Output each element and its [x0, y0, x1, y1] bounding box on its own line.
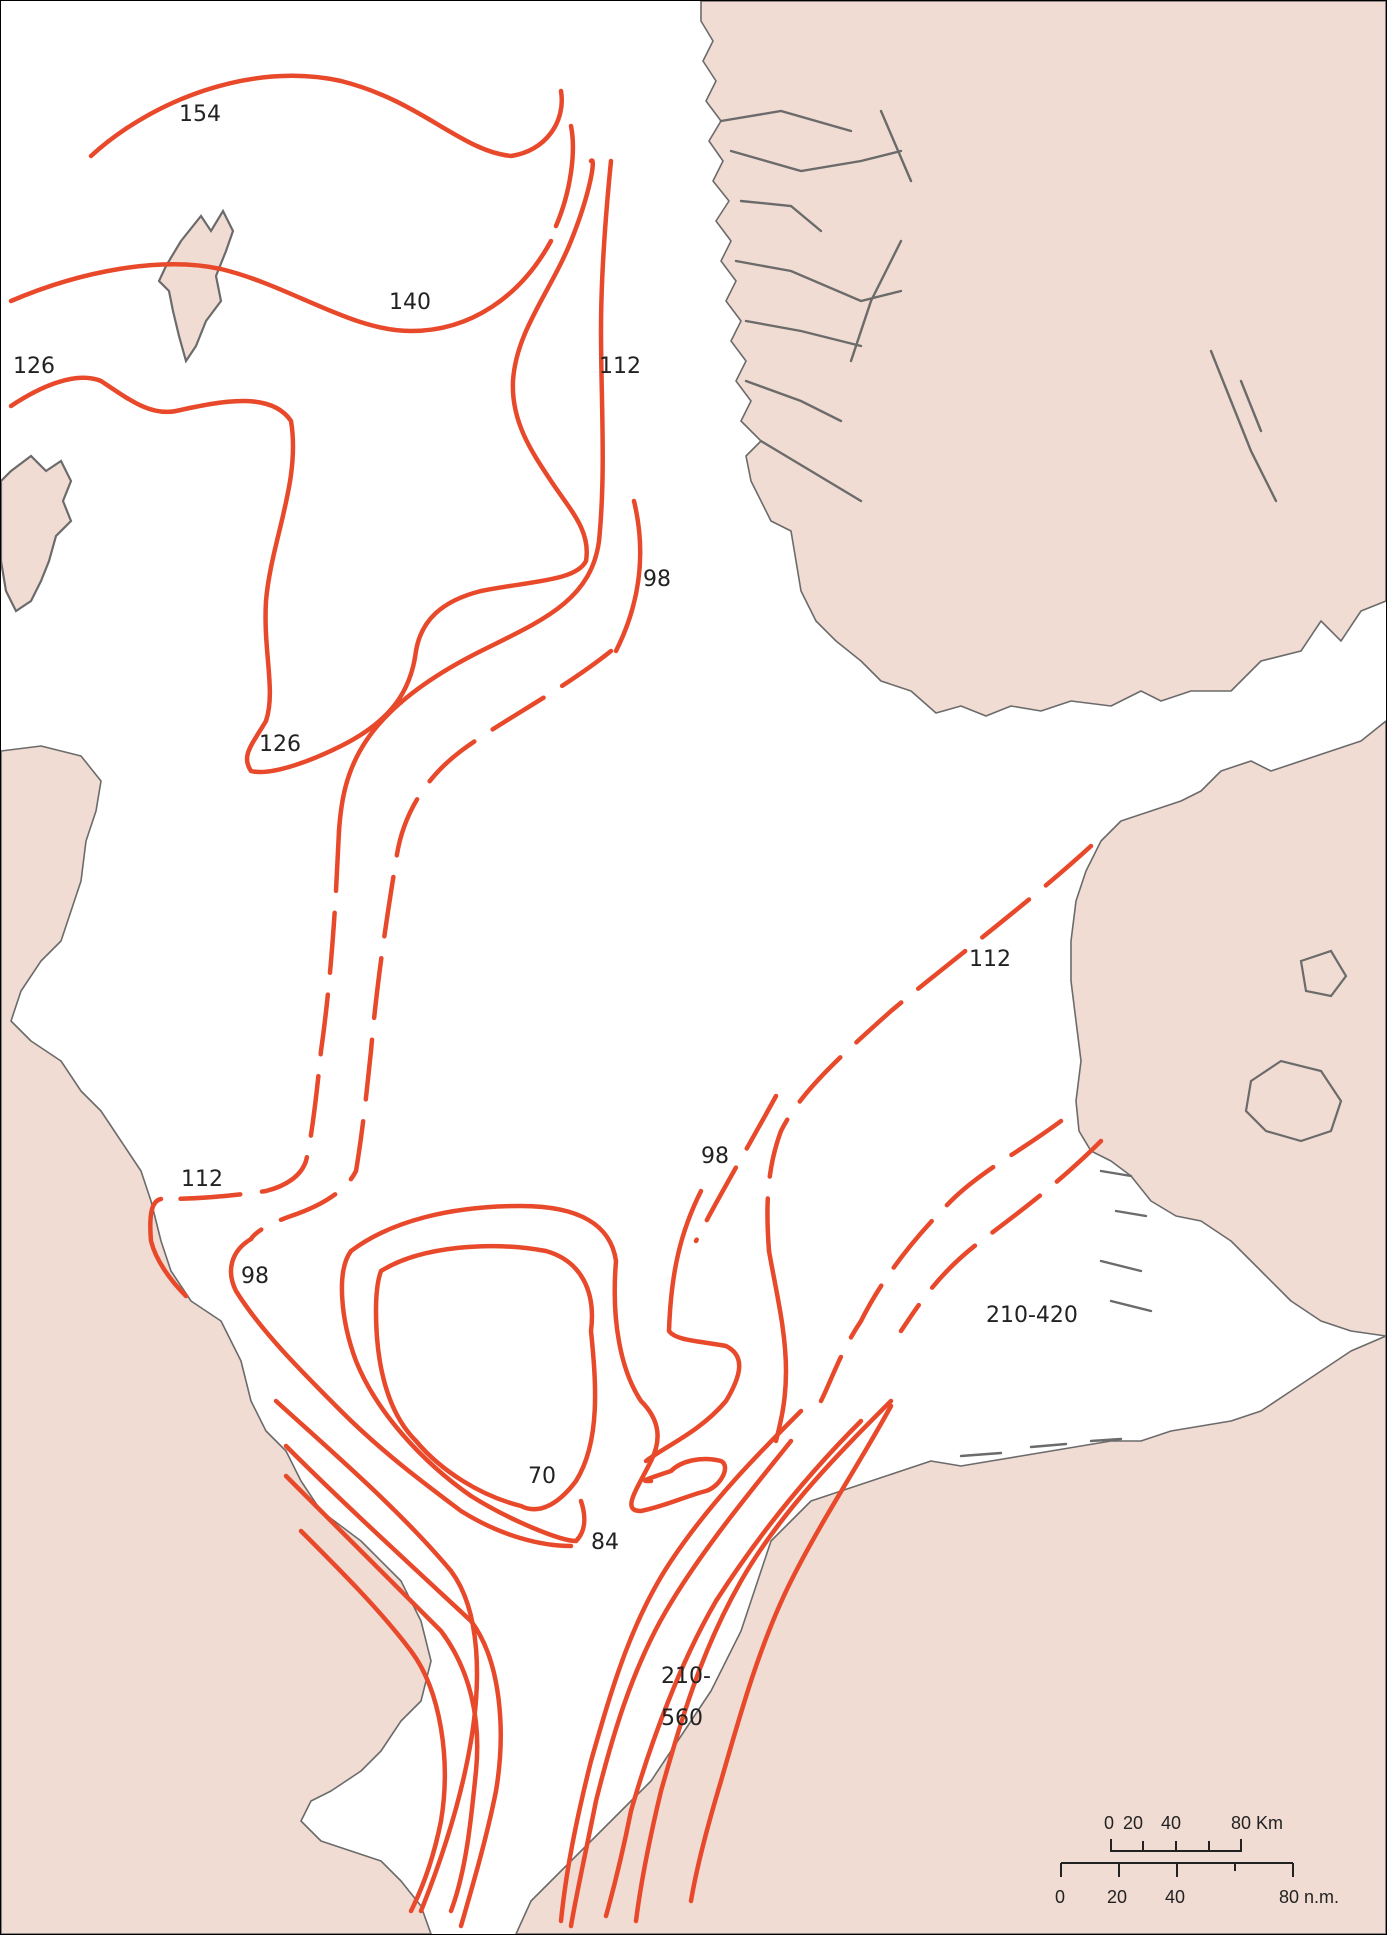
frisian-islands	[959, 1169, 1153, 1458]
contour-channel-e3	[633, 1398, 894, 1924]
contour-channel-e4	[603, 1418, 864, 1919]
contour-98-east	[693, 1093, 779, 1244]
scale-nm-80: 80 n.m.	[1279, 1887, 1339, 1907]
label-140: 140	[389, 290, 431, 315]
label-98-east: 98	[701, 1144, 729, 1169]
label-210-560-a: 210-	[661, 1664, 711, 1689]
danish-islands-2	[1299, 949, 1348, 998]
scale-nm-0: 0	[1055, 1887, 1065, 1907]
scale-km-40: 40	[1161, 1813, 1181, 1833]
contour-140	[8, 238, 554, 334]
contour-70	[373, 1243, 598, 1512]
label-126-loop: 126	[259, 732, 301, 757]
contour-154	[88, 73, 564, 159]
scale-nm-line	[1060, 1862, 1294, 1877]
contour-112-east	[765, 843, 1094, 1254]
contour-112-east-solid	[766, 1248, 789, 1444]
danish-islands	[1244, 1059, 1343, 1143]
contour-112-tip	[148, 1196, 189, 1299]
shetland-islands	[157, 208, 235, 364]
label-154: 154	[179, 102, 221, 127]
label-210-560-b: 560	[661, 1706, 703, 1731]
contour-channel-w4	[298, 1528, 447, 1914]
contour-84-loop	[339, 1248, 587, 1544]
scale-km-20: 20	[1123, 1813, 1143, 1833]
label-98-south: 98	[241, 1264, 269, 1289]
contour-98-south	[228, 1236, 574, 1549]
contour-channel-w3	[283, 1473, 480, 1914]
label-126-west: 126	[13, 354, 55, 379]
norway-land	[700, 1, 1386, 717]
label-210-420: 210-420	[986, 1303, 1078, 1328]
contour-channel-e2	[568, 1438, 794, 1929]
contour-channel-w1	[273, 1398, 480, 1914]
denmark-land	[1070, 720, 1386, 1337]
label-112-east: 112	[969, 947, 1011, 972]
continent-land	[515, 1335, 1386, 1934]
contour-112-north-seg	[553, 123, 576, 229]
label-112-south: 112	[181, 1167, 223, 1192]
label-112-north: 112	[599, 354, 641, 379]
contour-84-east	[643, 1188, 742, 1464]
contour-channel-e1	[558, 1408, 804, 1924]
contour-98-north	[613, 498, 643, 654]
scale-bar: 0 20 40 80 Km 0 20 40 80 n.m.	[1055, 1813, 1339, 1907]
contour-126-west	[8, 158, 596, 775]
contour-112-dashed	[158, 828, 342, 1202]
orkney-islands	[1, 454, 73, 613]
scale-km-line	[1110, 1839, 1242, 1852]
label-84: 84	[591, 1530, 619, 1555]
contour-channel-e5	[688, 1403, 894, 1904]
contour-210-420-a	[818, 1118, 1064, 1404]
scale-km-80: 80 Km	[1231, 1813, 1283, 1833]
scale-km-0: 0	[1104, 1813, 1114, 1833]
contour-210-420-b	[898, 1138, 1104, 1334]
label-98-north: 98	[643, 567, 671, 592]
norway-fjords	[719, 109, 1278, 503]
contour-98-dashed	[248, 648, 614, 1242]
scale-nm-40: 40	[1165, 1887, 1185, 1907]
contour-112-north	[336, 158, 614, 834]
britain-land	[1, 745, 432, 1934]
contour-channel-w2	[283, 1443, 503, 1929]
scale-nm-20: 20	[1107, 1887, 1127, 1907]
label-70: 70	[528, 1464, 556, 1489]
